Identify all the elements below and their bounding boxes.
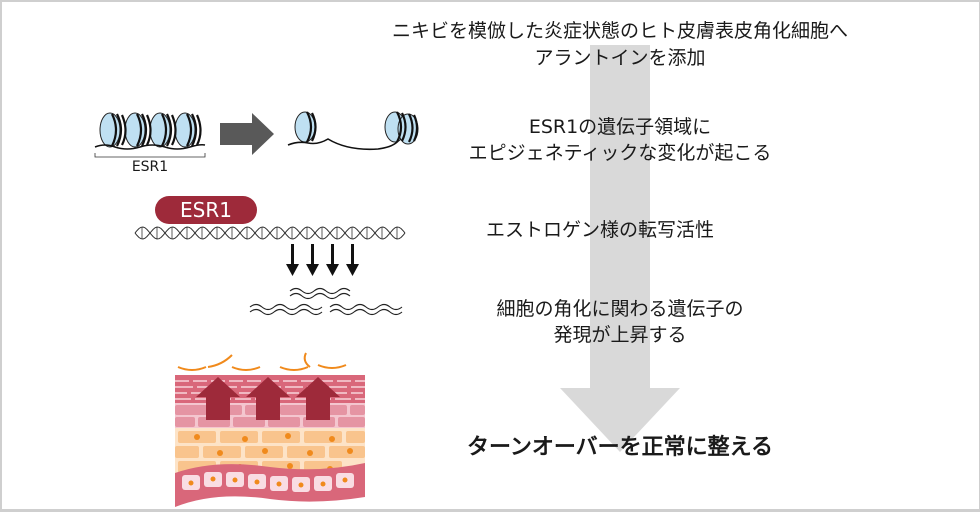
- step3-line-2: 発現が上昇する: [553, 324, 687, 346]
- skin-flakes: [177, 352, 347, 371]
- skin-layers-icon: [175, 352, 365, 507]
- skin-up-arrows-icon: [196, 377, 340, 420]
- step2-line-1: エストロゲン様の転写活性: [485, 219, 714, 241]
- title-line-1: ニキビを模倣した炎症状態のヒト皮膚表皮角化細胞へ: [391, 20, 848, 42]
- down-arrows-icon: [286, 244, 359, 276]
- step3-line-1: 細胞の角化に関わる遺伝子の: [496, 298, 744, 320]
- condensed-chromatin-icon: [94, 112, 206, 158]
- right-arrow-icon: [220, 113, 274, 155]
- esr1-protein-badge: ESR1: [155, 196, 257, 224]
- dna-helix-icon: [134, 226, 406, 240]
- step1-line-1: ESR1の遺伝子領域に: [528, 116, 712, 138]
- title-line-2: アラントインを添加: [534, 47, 706, 69]
- result-text: ターンオーバーを正常に整える: [466, 435, 774, 460]
- relaxed-chromatin-icon: [287, 111, 419, 151]
- step1-line-2: エピジェネティックな変化が起こる: [468, 142, 772, 164]
- chromatin-gene-label: ESR1: [131, 159, 169, 175]
- mrna-icon: [249, 287, 403, 316]
